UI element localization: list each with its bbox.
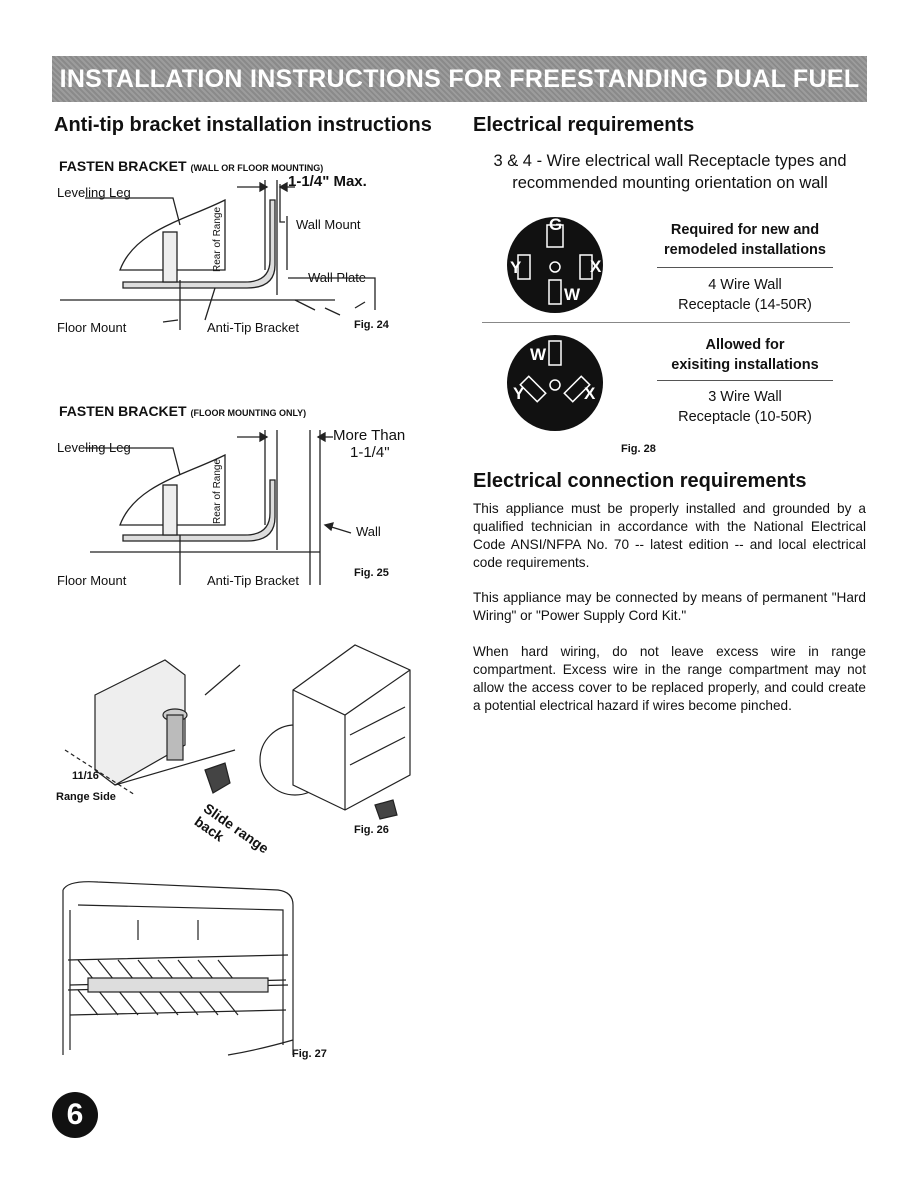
four-wire-divider xyxy=(657,267,833,268)
banner-title: INSTALLATION INSTRUCTIONS FOR FREESTANDI… xyxy=(59,64,860,93)
four-wire-w-label: W xyxy=(564,285,581,304)
fig24-bracket-diagram xyxy=(60,180,376,330)
connection-paragraph-1: This appliance must be properly installe… xyxy=(473,501,866,570)
three-wire-w-label: W xyxy=(530,345,547,364)
three-wire-y-label: Y xyxy=(513,384,525,403)
four-wire-g-label: G xyxy=(549,215,563,234)
four-wire-y-label: Y xyxy=(510,258,522,277)
electrical-intro: 3 & 4 - Wire electrical wall Receptacle … xyxy=(493,152,847,192)
fig24-wall-mount-label: Wall Mount xyxy=(296,217,361,232)
connection-paragraph-2: This appliance may be connected by means… xyxy=(473,590,866,623)
fig27-oven-rack-diagram xyxy=(62,881,294,1056)
three-wire-receptacle-icon xyxy=(507,335,603,431)
fig24-caption: Fig. 24 xyxy=(354,319,389,331)
fig25-title: FASTEN BRACKET (FLOOR MOUNTING ONLY) xyxy=(59,403,307,419)
fig26-caption: Fig. 26 xyxy=(354,824,389,836)
fig24-dimension-label: 1-1/4" Max. xyxy=(288,173,367,190)
connection-paragraph-3: When hard wiring, do not leave excess wi… xyxy=(473,644,866,713)
fig24-floor-mount-label: Floor Mount xyxy=(57,320,127,335)
electrical-requirements-heading: Electrical requirements xyxy=(473,114,695,136)
three-wire-x-label: X xyxy=(584,384,596,403)
fig25-wall-label: Wall xyxy=(356,524,381,539)
fig27-caption: Fig. 27 xyxy=(292,1048,327,1060)
page-number-badge: 6 xyxy=(52,1092,98,1138)
fig26-range-side-label: Range Side xyxy=(56,791,116,803)
fig26-dimension-label: 11/16" xyxy=(72,770,105,782)
fig28-caption: Fig. 28 xyxy=(621,443,656,455)
four-wire-x-label: X xyxy=(590,257,602,276)
three-wire-divider xyxy=(657,380,833,381)
anti-tip-heading: Anti-tip bracket installation instructio… xyxy=(54,114,432,136)
fig24-anti-tip-label: Anti-Tip Bracket xyxy=(207,320,299,335)
receptacle-separator xyxy=(482,322,850,323)
page-banner: INSTALLATION INSTRUCTIONS FOR FREESTANDI… xyxy=(52,56,867,102)
fig26-range-diagram xyxy=(64,644,411,820)
fig25-bracket-diagram xyxy=(85,430,352,585)
fig25-dimension-line1: More Than xyxy=(333,427,406,444)
fig25-dimension-line2: 1-1/4" xyxy=(350,444,390,461)
fig25-anti-tip-label: Anti-Tip Bracket xyxy=(207,573,299,588)
fig24-title: FASTEN BRACKET (WALL OR FLOOR MOUNTING) xyxy=(59,158,324,174)
fig24-leveling-leg-label: Leveling Leg xyxy=(57,185,131,200)
connection-heading: Electrical connection requirements xyxy=(473,470,807,492)
fig25-floor-mount-label: Floor Mount xyxy=(57,573,127,588)
four-wire-receptacle-icon xyxy=(507,217,603,313)
fig25-caption: Fig. 25 xyxy=(354,567,389,579)
